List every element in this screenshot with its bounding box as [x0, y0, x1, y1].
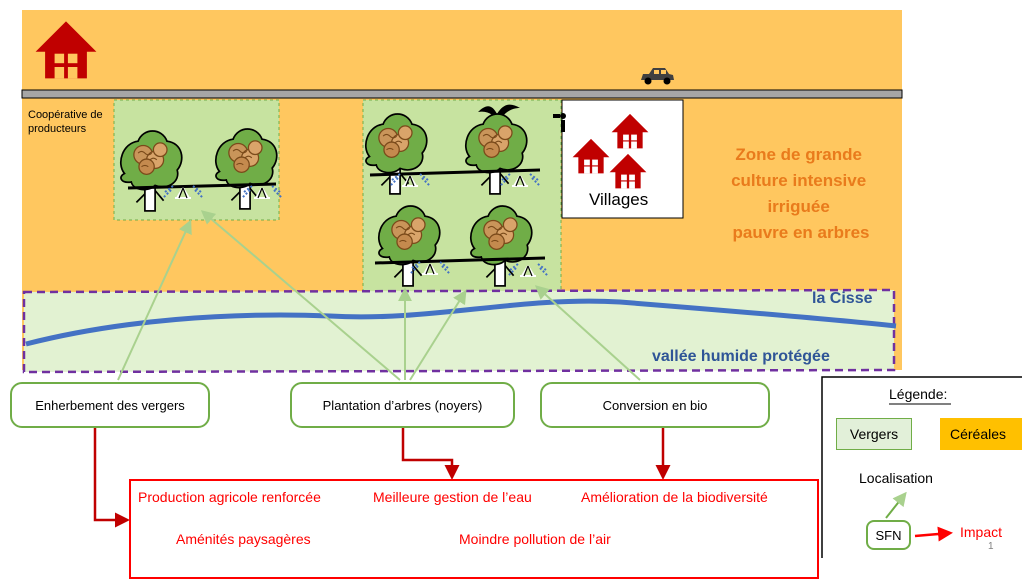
legend-sfn: SFN — [866, 520, 911, 550]
impact-amenites: Aménités paysagères — [176, 531, 311, 547]
legend-cereales: Céréales — [940, 418, 1022, 450]
legend-frame — [821, 376, 1022, 558]
localisation-arrow — [409, 289, 467, 381]
impact-arrow — [93, 427, 130, 528]
legend-title: Légende: — [889, 386, 948, 402]
legend-impact: Impact — [960, 524, 1003, 540]
river-cisse — [25, 298, 897, 347]
river-label: la Cisse — [812, 290, 873, 307]
localisation-arrow — [117, 219, 192, 381]
impact-production: Production agricole renforcée — [138, 489, 321, 505]
protected-valley — [22, 288, 896, 374]
villages-label: Villages — [589, 190, 648, 209]
impact-pollution: Moindre pollution de l’air — [459, 531, 611, 547]
sfn-conversion-box: Conversion en bio — [540, 382, 770, 428]
legend-impact-arrow — [914, 526, 953, 542]
localisation-arrow — [534, 285, 641, 381]
sfn-plantation-box: Plantation d’arbres (noyers) — [290, 382, 515, 428]
road — [21, 89, 903, 99]
impact-biodiversite: Amélioration de la biodiversité — [581, 489, 768, 505]
sfn-enherbement-box: Enherbement des vergers — [10, 382, 210, 428]
zone-label: Zone de grande culture intensive irrigué… — [731, 145, 871, 242]
legend-localisation: Localisation — [859, 470, 933, 486]
impact-eau: Meilleure gestion de l’eau — [373, 489, 532, 505]
legend-vergers: Vergers — [836, 418, 912, 450]
localisation-arrow — [200, 210, 401, 381]
irrigation-line — [127, 182, 277, 190]
legend-localisation-arrow — [885, 491, 907, 519]
birdwatcher-icon — [553, 113, 566, 132]
page-number: 1 — [988, 541, 994, 552]
car-icon — [641, 68, 674, 85]
valley-label: vallée humide protégée — [652, 348, 830, 365]
irrigation-line — [374, 256, 546, 265]
cooperative-house-icon — [35, 21, 97, 79]
impact-arrow — [401, 427, 460, 480]
